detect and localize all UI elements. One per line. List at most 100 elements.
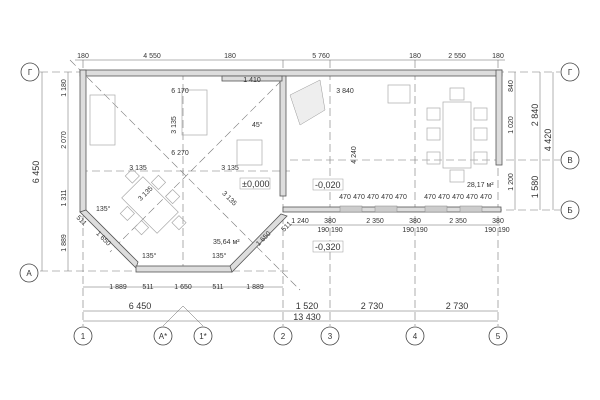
chair	[119, 205, 135, 222]
dim-interior: 470	[424, 194, 436, 201]
dim-right-total: 4 420	[543, 129, 553, 152]
dim-bottom: 2 730	[446, 301, 469, 311]
dim-bottom: 2 730	[361, 301, 384, 311]
dim-left: 2 070	[61, 131, 68, 149]
dim-interior: 470	[353, 194, 365, 201]
dim-overall: 13 430	[293, 312, 321, 322]
dim-interior: 3 135	[220, 190, 237, 207]
chair	[165, 188, 181, 205]
chair	[124, 168, 140, 184]
chair	[449, 87, 465, 101]
dim-left: 1 889	[61, 234, 68, 252]
axis-label-a-star: А*	[159, 332, 167, 341]
dim-interior: 470	[466, 194, 478, 201]
dim-top: 180	[492, 53, 504, 60]
dim-interior: 470	[438, 194, 450, 201]
axis-label-5: 5	[496, 332, 501, 341]
wall-top	[79, 69, 503, 77]
axis-diag-2	[109, 71, 291, 253]
stair-landing	[289, 79, 326, 126]
chair	[426, 127, 441, 141]
furniture	[89, 84, 488, 236]
dim-interior: 3 135	[137, 185, 154, 202]
dim-interior: 1 650	[255, 230, 272, 247]
dim-interior: 380	[492, 218, 504, 225]
axis-label-g-right: Г	[568, 68, 573, 77]
windows	[339, 205, 483, 213]
wall-diag-right	[229, 213, 288, 273]
dim-interior: 470	[381, 194, 393, 201]
dim-interior: 190 190	[317, 227, 342, 234]
dim-bottom: 1 520	[296, 301, 319, 311]
angle-label: 45°	[252, 121, 263, 129]
dim-interior: 3 135	[171, 116, 178, 134]
sofa-left	[89, 94, 116, 146]
walls	[79, 69, 503, 273]
dim-bottom: 1 889	[246, 284, 264, 291]
angle-label: 135°	[212, 252, 227, 260]
dim-right: 1 020	[508, 116, 515, 134]
dim-interior: 3 840	[336, 88, 354, 95]
dim-top: 180	[224, 53, 236, 60]
dim-interior: 470	[480, 194, 492, 201]
chair	[171, 215, 187, 231]
dim-bottom: 511	[212, 284, 223, 291]
dim-bottom: 6 450	[129, 301, 152, 311]
window	[424, 205, 448, 213]
axis-label-1: 1	[81, 332, 86, 341]
dim-interior: 1 410	[243, 77, 261, 84]
chair	[133, 220, 150, 236]
axis-leader	[162, 305, 204, 327]
axis-label-1-star: 1*	[199, 332, 207, 341]
dim-interior: 3 135	[129, 165, 147, 172]
angle-label: 135°	[96, 205, 111, 213]
dim-left: 1 311	[61, 189, 68, 206]
level-mark: -0,320	[315, 242, 341, 252]
dim-interior: 6 170	[171, 88, 189, 95]
dim-interior: 1 240	[291, 218, 309, 225]
chair	[150, 174, 167, 190]
dim-interior: 470	[339, 194, 351, 201]
dim-interior: 470	[395, 194, 407, 201]
dim-right: 2 840	[530, 104, 540, 127]
dim-interior: 3 135	[221, 165, 239, 172]
chair	[473, 107, 488, 121]
dim-bottom: 511	[142, 284, 153, 291]
axis-label-2: 2	[281, 332, 286, 341]
dim-left: 1 180	[61, 79, 68, 97]
room-area: 35,64 м²	[213, 239, 240, 246]
window	[339, 205, 363, 213]
axis-diag-1	[69, 59, 301, 291]
dim-interior: 380	[324, 218, 336, 225]
dim-interior: 6 270	[171, 150, 189, 157]
dim-top: 180	[409, 53, 421, 60]
dim-interior: 4 240	[351, 146, 358, 164]
stair-wall	[221, 75, 283, 82]
dim-interior: 190 190	[402, 227, 427, 234]
dim-top: 180	[77, 53, 89, 60]
level-mark: -0,020	[315, 180, 341, 190]
axis-label-b: Б	[567, 206, 572, 215]
armchair	[236, 139, 263, 166]
angle-label: 135°	[142, 252, 157, 260]
dim-interior: 470	[367, 194, 379, 201]
axis-label-v: В	[567, 156, 572, 165]
dim-right: 840	[508, 80, 515, 92]
window	[459, 205, 483, 213]
axis-label-g-left: Г	[28, 68, 33, 77]
chair	[449, 169, 465, 183]
dim-top: 4 550	[143, 53, 161, 60]
dim-interior: 190 190	[484, 227, 509, 234]
axis-label-4: 4	[413, 332, 418, 341]
kitchen-unit	[387, 84, 411, 104]
axis-bubble	[20, 62, 40, 82]
dim-interior: 470	[452, 194, 464, 201]
dim-right: 1 580	[530, 176, 540, 199]
dim-bottom: 1 889	[109, 284, 127, 291]
window	[374, 205, 398, 213]
dim-top: 2 550	[448, 53, 466, 60]
wall-partition	[279, 75, 287, 197]
dim-left-total: 6 450	[31, 161, 41, 184]
dim-top: 5 760	[312, 53, 330, 60]
